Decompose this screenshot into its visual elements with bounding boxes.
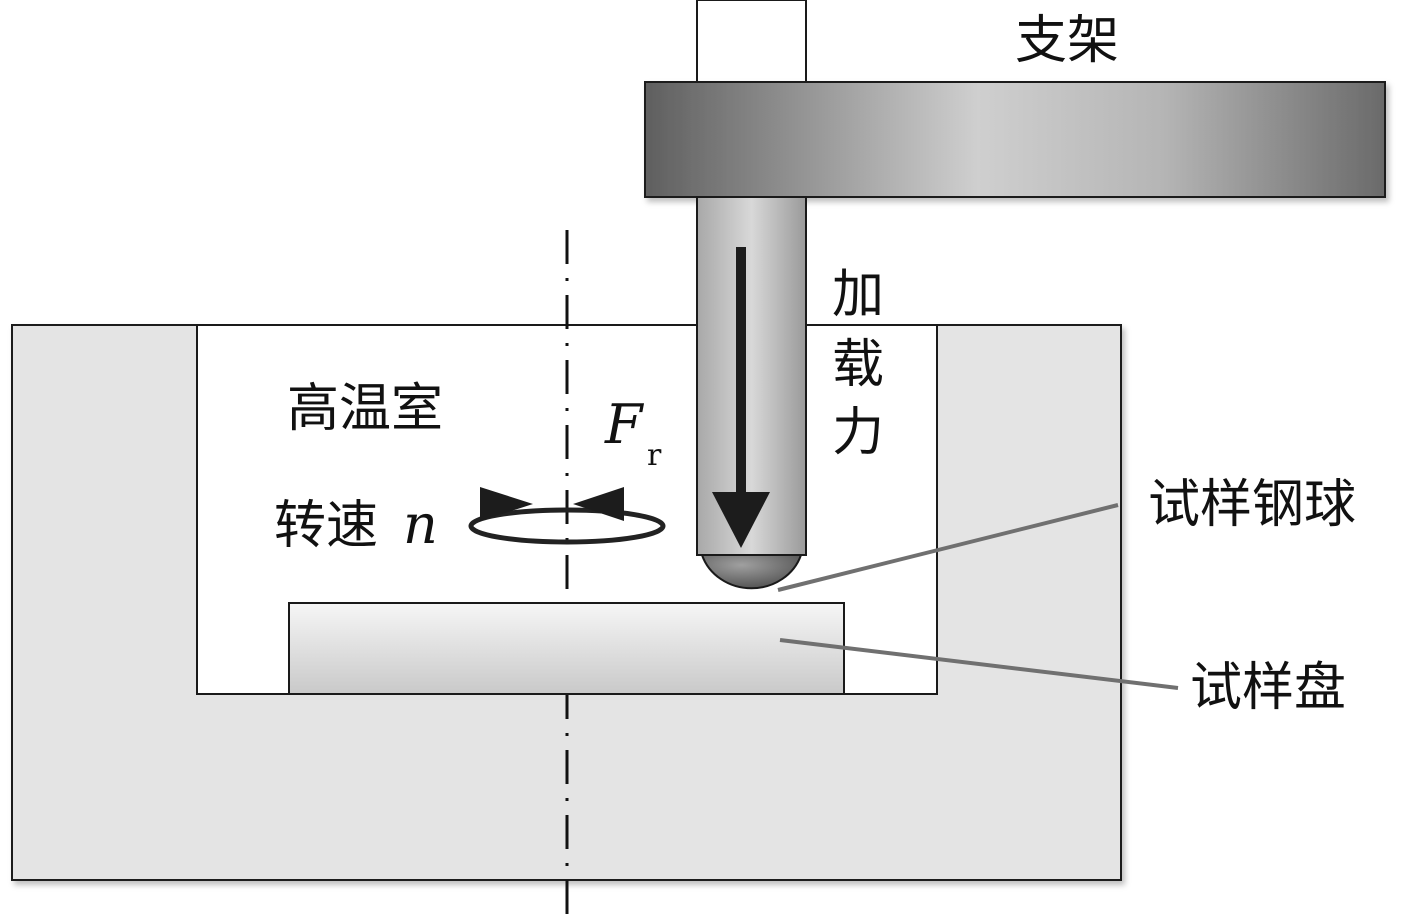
disk-leader-line — [779, 638, 1179, 690]
force-symbol: F — [604, 393, 645, 456]
disk-label: 试样盘 — [1190, 658, 1346, 718]
load-label-2: 载 — [832, 335, 884, 395]
bracket-label: 支架 — [1015, 11, 1119, 71]
speed-label: 转速 — [274, 496, 378, 556]
ball-label: 试样钢球 — [1148, 475, 1356, 535]
rod-top — [696, 0, 807, 86]
load-label-1: 加 — [832, 265, 884, 325]
ball-leader-line — [777, 503, 1119, 592]
chamber-label: 高温室 — [287, 379, 443, 439]
rotation-arrow — [468, 487, 666, 545]
speed-symbol: n — [403, 493, 438, 556]
load-label-3: 力 — [832, 403, 884, 463]
sample-disk — [288, 602, 845, 695]
steel-ball — [700, 554, 803, 590]
load-arrow — [712, 247, 770, 548]
bracket-beam — [644, 81, 1386, 198]
force-subscript: r — [647, 438, 662, 473]
